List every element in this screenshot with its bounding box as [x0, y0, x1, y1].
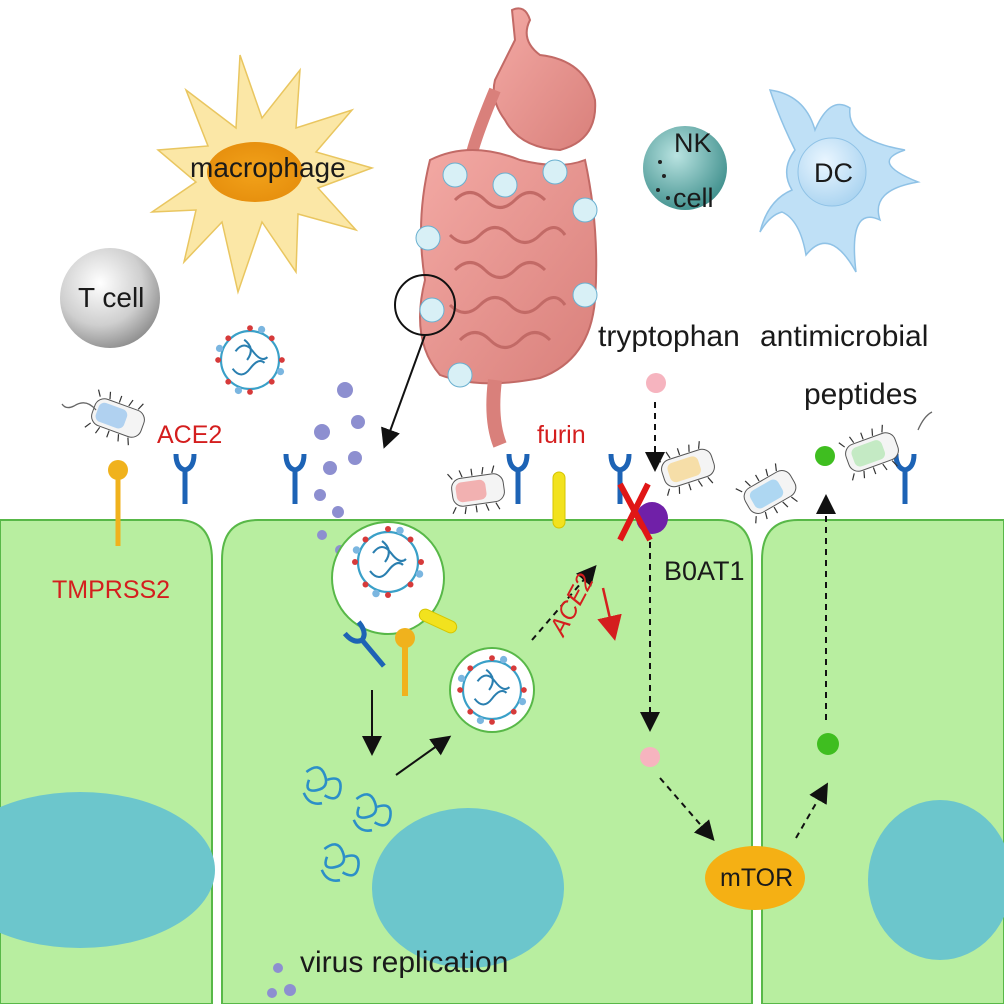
- tmprss2-protein: [108, 460, 128, 546]
- nucleus-middle: [372, 808, 564, 968]
- zoom-arrow: [381, 334, 426, 449]
- macrophage-label: macrophage: [190, 152, 346, 183]
- antimicrobial-peptide-molecules: [815, 446, 839, 755]
- b0at1-label: B0AT1: [664, 556, 745, 586]
- nk-cell-icon: [643, 126, 727, 210]
- macrophage-icon: [149, 54, 375, 295]
- pathway-arrows: [362, 402, 836, 842]
- antimicrobial-label-line1: antimicrobial: [760, 320, 929, 353]
- intestine-icon: [394, 7, 598, 448]
- nucleus-right: [868, 800, 1004, 960]
- t-cell-icon: [60, 248, 160, 348]
- virus-particles: [267, 382, 365, 998]
- released-virus-vesicle: [449, 647, 535, 733]
- virus-icon: [214, 324, 286, 396]
- nucleus-left: [0, 792, 215, 948]
- furin-label: furin: [537, 421, 586, 449]
- t-cell-label: T cell: [78, 282, 145, 313]
- ace2-down-arrow: [597, 587, 622, 641]
- mtor-node: [705, 846, 805, 910]
- tryptophan-label: tryptophan: [598, 320, 740, 353]
- bacteria-icon: [61, 387, 933, 526]
- endosome-vesicle: [331, 521, 458, 696]
- mtor-label: mTOR: [720, 864, 794, 892]
- dc-icon: [759, 89, 921, 273]
- dc-label: DC: [814, 158, 853, 188]
- antimicrobial-label-line2: peptides: [804, 378, 918, 411]
- ace2-receptors: [176, 454, 914, 504]
- tryptophan-molecules: [640, 373, 666, 767]
- nk-cell-label-line2: cell: [673, 183, 714, 213]
- tmprss2-label: TMPRSS2: [52, 576, 171, 604]
- ace2-label: ACE2: [157, 421, 223, 449]
- b0at1-transporter: [617, 482, 668, 542]
- nk-cell-label-line1: NK: [674, 128, 712, 158]
- furin-protein: [552, 471, 566, 529]
- virus-replication-label: virus replication: [300, 946, 509, 979]
- intestine-virus-markers: [415, 159, 598, 388]
